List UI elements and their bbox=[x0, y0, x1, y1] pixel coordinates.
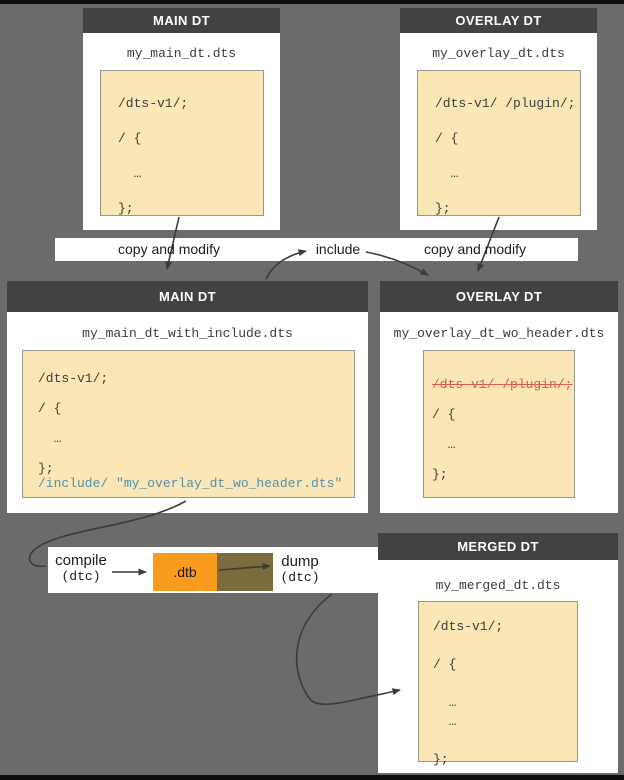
box-overlay-dt-wo-header: OVERLAY DT my_overlay_dt_wo_header.dts /… bbox=[380, 281, 618, 513]
box-title: MAIN DT bbox=[83, 8, 280, 33]
code-block: /dts-v1/ /plugin/; / { … }; bbox=[423, 350, 575, 498]
dtb-file-chip: .dtb bbox=[153, 553, 217, 591]
label-copy-and-modify-right: copy and modify bbox=[424, 241, 526, 257]
code-block: /dts-v1/; / { … … }; bbox=[418, 601, 578, 767]
code-text: /dts-v1/; / { … }; bbox=[118, 96, 189, 216]
box-main-dt-source: MAIN DT my_main_dt.dts /dts-v1/; / { … }… bbox=[83, 8, 280, 230]
code-removed-line: /dts-v1/ /plugin/; bbox=[432, 377, 573, 392]
label-compile: compile (dtc) bbox=[55, 552, 107, 585]
box-title: OVERLAY DT bbox=[400, 8, 597, 33]
code-block: /dts-v1/; / { … }; bbox=[100, 70, 264, 216]
code-text: / { … }; bbox=[432, 407, 456, 482]
filename: my_merged_dt.dts bbox=[435, 578, 561, 593]
compile-dtc: (dtc) bbox=[61, 569, 101, 584]
dump-dtc: (dtc) bbox=[280, 570, 320, 585]
box-title: MERGED DT bbox=[378, 533, 618, 560]
filename: my_main_dt.dts bbox=[126, 46, 237, 61]
box-title: MAIN DT bbox=[7, 281, 368, 312]
filename: my_main_dt_with_include.dts bbox=[82, 326, 293, 341]
dump-brown-block bbox=[217, 553, 273, 591]
bottom-black-bar bbox=[0, 775, 624, 780]
box-main-dt-with-include: MAIN DT my_main_dt_with_include.dts /dts… bbox=[7, 281, 368, 513]
compile-word: compile bbox=[55, 552, 107, 569]
code-text: /dts-v1/ /plugin/; / { … }; bbox=[435, 96, 576, 216]
filename: my_overlay_dt_wo_header.dts bbox=[393, 326, 605, 341]
code-text: /dts-v1/; / { … }; bbox=[38, 371, 109, 476]
box-merged-dt: MERGED DT my_merged_dt.dts /dts-v1/; / {… bbox=[378, 533, 618, 773]
code-include-line: /include/ "my_overlay_dt_wo_header.dts" bbox=[38, 476, 343, 491]
filename: my_overlay_dt.dts bbox=[432, 46, 565, 61]
label-copy-and-modify-left: copy and modify bbox=[118, 241, 220, 257]
code-text: /dts-v1/; / { … … }; bbox=[433, 619, 504, 767]
code-block: /dts-v1/ /plugin/; / { … }; bbox=[417, 70, 581, 216]
label-dump: dump (dtc) bbox=[280, 553, 320, 586]
box-overlay-dt-source: OVERLAY DT my_overlay_dt.dts /dts-v1/ /p… bbox=[400, 8, 597, 230]
box-title: OVERLAY DT bbox=[380, 281, 618, 312]
label-include: include bbox=[315, 241, 361, 257]
dump-word: dump bbox=[281, 553, 319, 570]
code-block: /dts-v1/; / { … }; /include/ "my_overlay… bbox=[22, 350, 355, 498]
top-black-bar bbox=[0, 0, 624, 4]
arrow-label-band bbox=[55, 238, 578, 261]
